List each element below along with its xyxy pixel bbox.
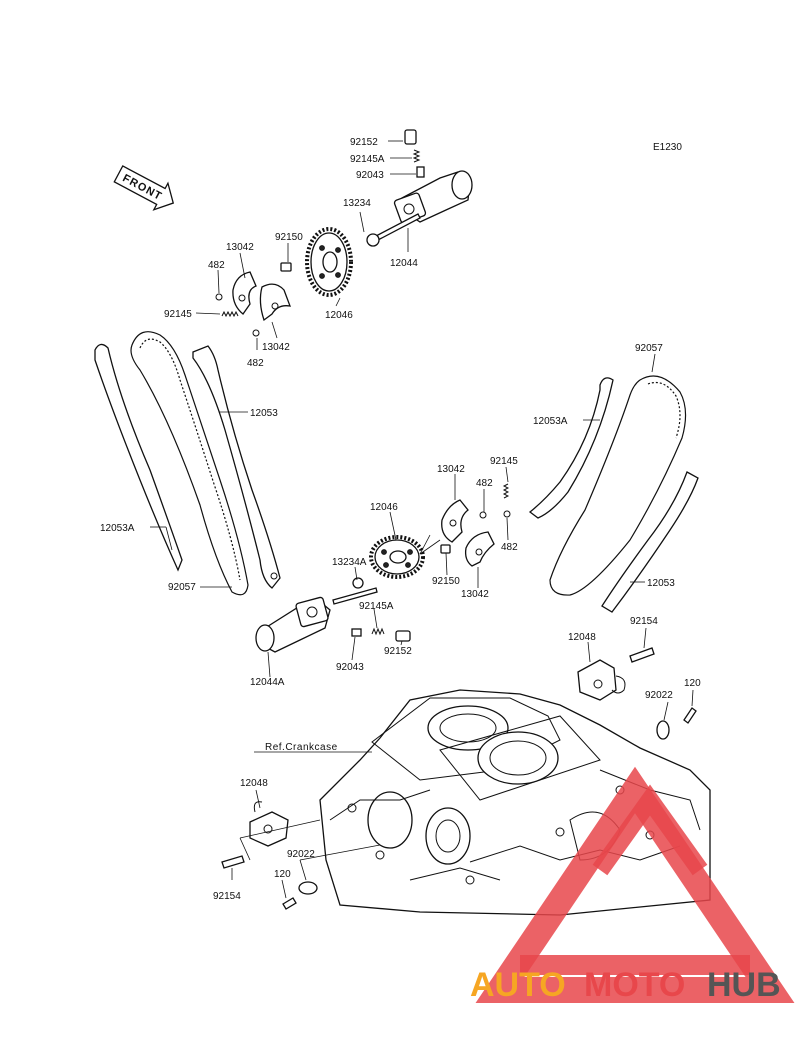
label-482-tl: 482 [208,260,225,271]
part-12046-sprocket-mid [369,535,425,579]
part-92145A-mid [371,627,385,636]
diagram-code: E1230 [653,142,682,153]
part-92043-mid [351,628,362,637]
part-482-clip-b [252,329,260,337]
label-482-mid-bot: 482 [501,542,518,553]
part-482-clip-c [479,511,487,519]
part-120-bolt-right [683,707,697,724]
label-92043-mid: 92043 [336,662,364,673]
label-12053-left: 12053 [250,408,278,419]
part-12044A-camshaft [255,596,331,653]
label-92150-mid: 92150 [432,576,460,587]
part-12053-guide-left [192,345,281,589]
part-92150-bolt-top [280,262,292,272]
label-12048-left: 12048 [240,778,268,789]
label-12053-right: 12053 [647,578,675,589]
part-12053-guide-right [601,471,699,613]
rear-camshaft-group [195,129,473,350]
part-92043-top [416,166,425,178]
label-13042-mid: 13042 [437,464,465,475]
part-482-clip-d [503,510,511,518]
label-92145A-top: 92145A [350,154,385,165]
label-92152-top: 92152 [350,137,378,148]
part-92145-spring-left [221,310,239,318]
label-12053A-left: 12053A [100,523,135,534]
label-92022-right: 92022 [645,690,673,701]
label-13234: 13234 [343,198,371,209]
part-92057-chain-left [130,331,249,596]
label-92145-mid: 92145 [490,456,518,467]
label-12046-top: 12046 [325,310,353,321]
part-92152-top [404,129,417,145]
part-92150-bolt-mid [440,544,451,554]
part-92022-washer-left [298,881,318,895]
label-92022-left: 92022 [287,849,315,860]
label-92145-left: 92145 [164,309,192,320]
label-482-bl: 482 [247,358,264,369]
label-12053A-right: 12053A [533,416,568,427]
label-13042-mid-bot: 13042 [461,589,489,600]
part-92145-spring-mid [502,483,510,499]
part-92154-bolt-left [221,855,245,869]
label-92057-left: 92057 [168,582,196,593]
part-92154-bolt-right [629,647,655,663]
label-92043-top: 92043 [356,170,384,181]
label-120-left: 120 [274,869,291,880]
label-92152-mid: 92152 [384,646,412,657]
part-12044-camshaft [393,170,473,224]
label-92057-right: 92057 [635,343,663,354]
ref-crankcase-label: Ref.Crankcase [265,742,338,753]
part-13042-weight-a [232,271,257,315]
part-482-clip-a [215,293,223,301]
right-chain-group [528,353,699,613]
label-12046-mid: 12046 [370,502,398,513]
part-12053A-guide-right [528,377,614,519]
label-92145A-mid: 92145A [359,601,394,612]
part-12048-tensioner-right [577,659,626,701]
label-13042-tl: 13042 [226,242,254,253]
watermark-text-moto: MOTO [584,966,685,1004]
part-12046-sprocket-top [305,227,353,297]
label-92150-top: 92150 [275,232,303,243]
label-13042-bl: 13042 [262,342,290,353]
label-12044A: 12044A [250,677,285,688]
part-13042-weight-b [259,283,292,322]
label-13234A: 13234A [332,557,367,568]
part-12048-tensioner-left [249,801,289,847]
label-92154-right: 92154 [630,616,658,627]
watermark-triangle-icon [475,766,795,1003]
watermark-text-hub: HUB [707,966,781,1004]
label-92154-left: 92154 [213,891,241,902]
watermark: AUTO MOTO HUB [470,766,795,1004]
label-12044: 12044 [390,258,418,269]
left-chain-group [94,331,281,596]
label-482-mid-top: 482 [476,478,493,489]
part-13234-bolt [366,213,421,247]
label-12048-right: 12048 [568,632,596,643]
part-120-bolt-left [282,897,297,910]
part-92152-mid [395,630,411,642]
part-92145A-top [412,149,421,163]
front-camshaft-group [255,466,511,678]
label-120-right: 120 [684,678,701,689]
part-13234A-bolt [332,577,378,605]
watermark-text-auto: AUTO [470,966,566,1004]
part-12053A-guide-left [94,343,183,572]
part-92022-washer-right [656,720,670,740]
part-92057-chain-right [549,375,687,596]
part-labels: 92152 92145A 92043 13234 12044 13042 921… [100,137,701,902]
front-arrow-icon: FRONT [113,165,175,211]
